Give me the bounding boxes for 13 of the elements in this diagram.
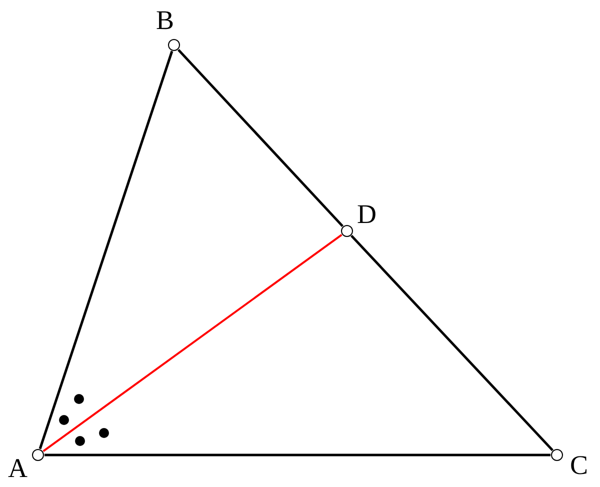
line-segment: [177, 48, 344, 228]
point-marker: [32, 448, 44, 460]
point-label: A: [8, 455, 28, 482]
point-label: B: [156, 7, 174, 34]
point-marker: [168, 38, 180, 50]
line-segment: [42, 234, 342, 452]
point-label: D: [357, 201, 376, 228]
point-label: C: [570, 452, 588, 479]
point-marker: [340, 224, 352, 236]
point-marker: [550, 448, 562, 460]
line-segment: [44, 454, 550, 456]
line-segment: [38, 50, 174, 450]
line-segment: [350, 234, 554, 452]
